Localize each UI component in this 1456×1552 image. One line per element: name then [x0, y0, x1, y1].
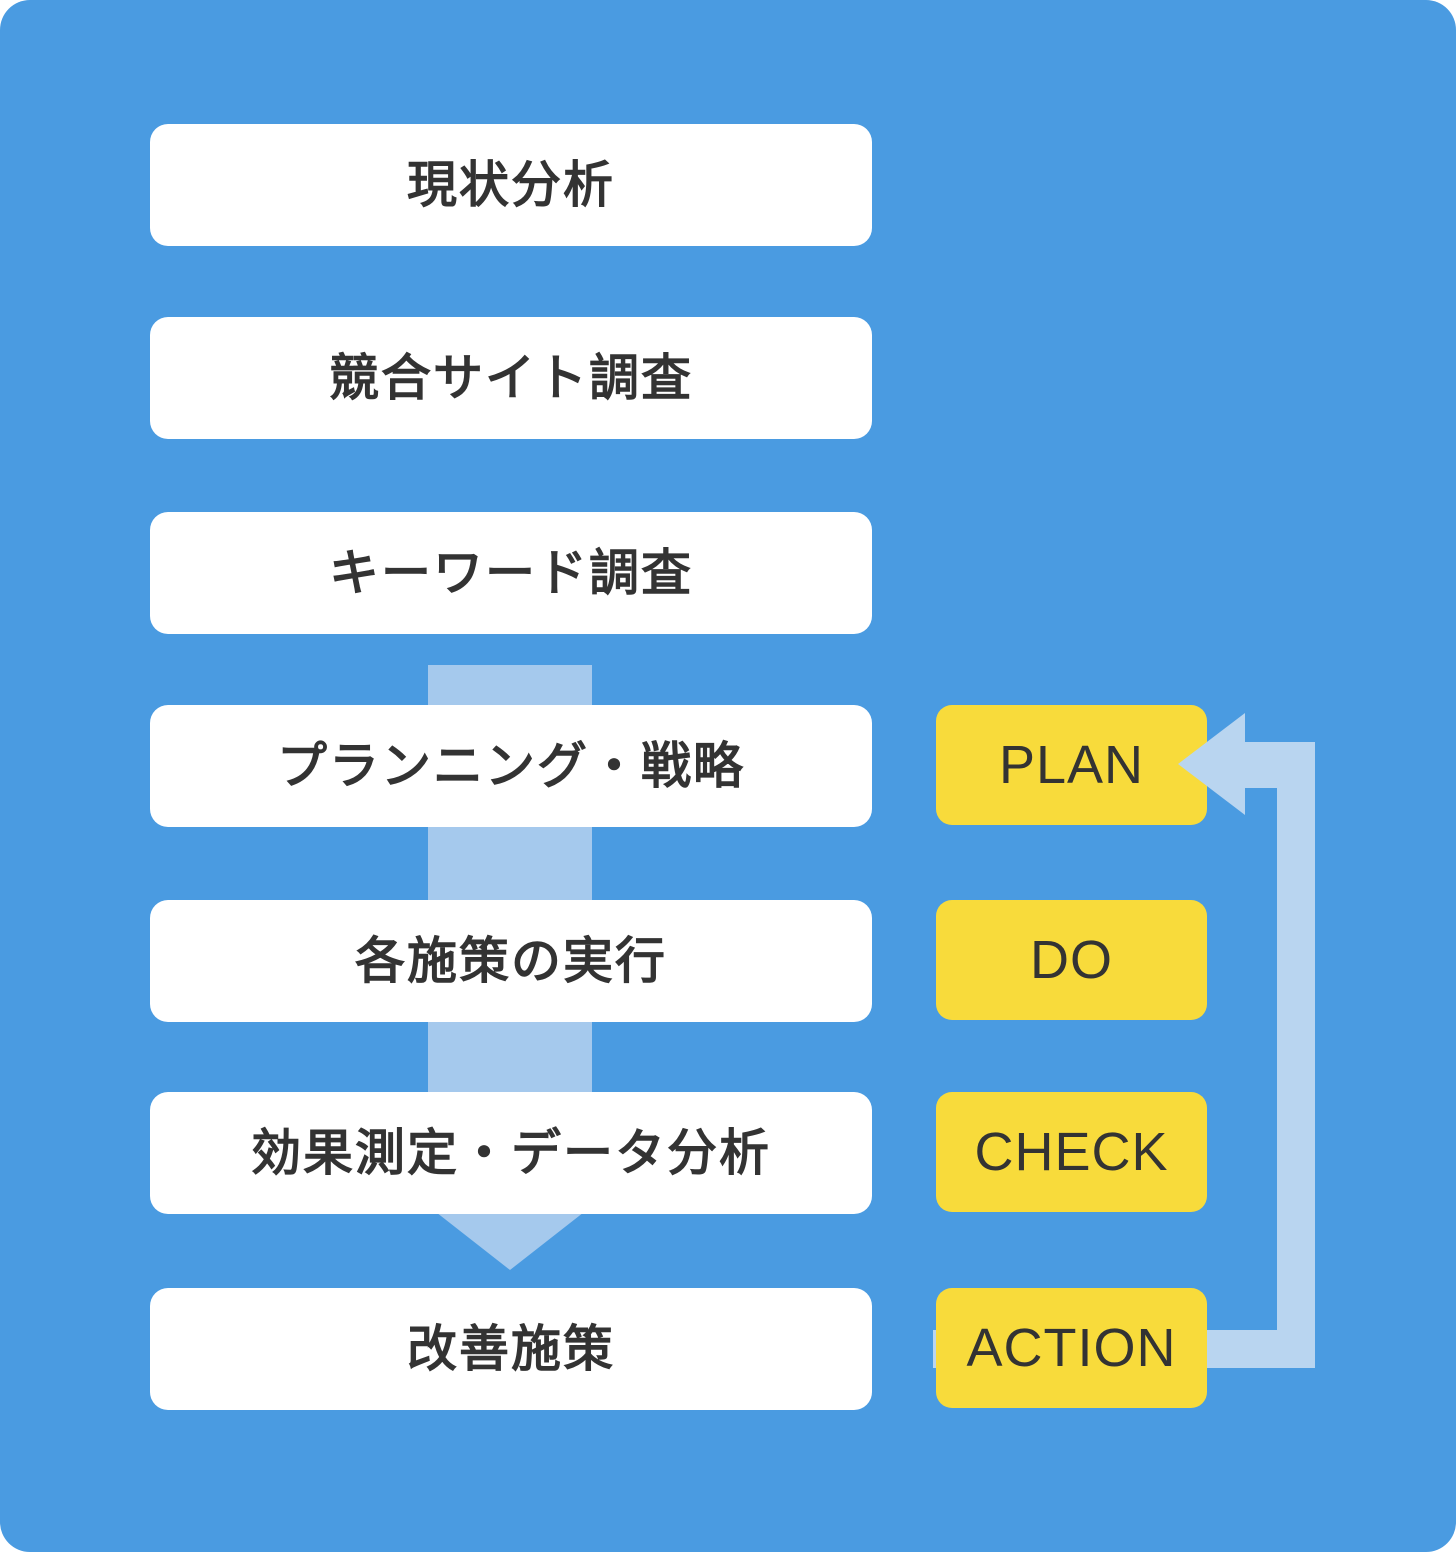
flow-step-label: 各施策の実行	[355, 933, 667, 989]
flow-step-improvement-measures: 改善施策	[150, 1288, 872, 1410]
pdca-loop-top-bar	[1245, 742, 1315, 788]
pdca-box-action: ACTION	[936, 1288, 1207, 1408]
pdca-label-check: CHECK	[974, 1122, 1169, 1182]
flow-step-execute-measures: 各施策の実行	[150, 900, 872, 1022]
flow-step-current-state-analysis: 現状分析	[150, 124, 872, 246]
pdca-label-plan: PLAN	[998, 735, 1145, 795]
pdca-loop-vertical-shaft	[1277, 742, 1315, 1368]
pdca-box-check: CHECK	[936, 1092, 1207, 1212]
pdca-label-action: ACTION	[966, 1318, 1177, 1378]
flow-step-label: キーワード調査	[329, 545, 693, 601]
flow-step-planning-strategy: プランニング・戦略	[150, 705, 872, 827]
flow-step-label: 現状分析	[407, 157, 615, 213]
flow-step-label: 改善施策	[407, 1321, 615, 1377]
pdca-box-do: DO	[936, 900, 1207, 1020]
flow-step-keyword-research: キーワード調査	[150, 512, 872, 634]
pdca-loop-arrow-icon	[933, 742, 1315, 1368]
flow-step-measurement-data-analysis: 効果測定・データ分析	[150, 1092, 872, 1214]
pdca-label-do: DO	[1030, 930, 1113, 990]
flow-step-label: プランニング・戦略	[277, 738, 745, 794]
flow-step-label: 競合サイト調査	[329, 350, 693, 406]
flow-step-label: 効果測定・データ分析	[251, 1125, 771, 1181]
flow-step-competitor-site-research: 競合サイト調査	[150, 317, 872, 439]
pdca-box-plan: PLAN	[936, 705, 1207, 825]
